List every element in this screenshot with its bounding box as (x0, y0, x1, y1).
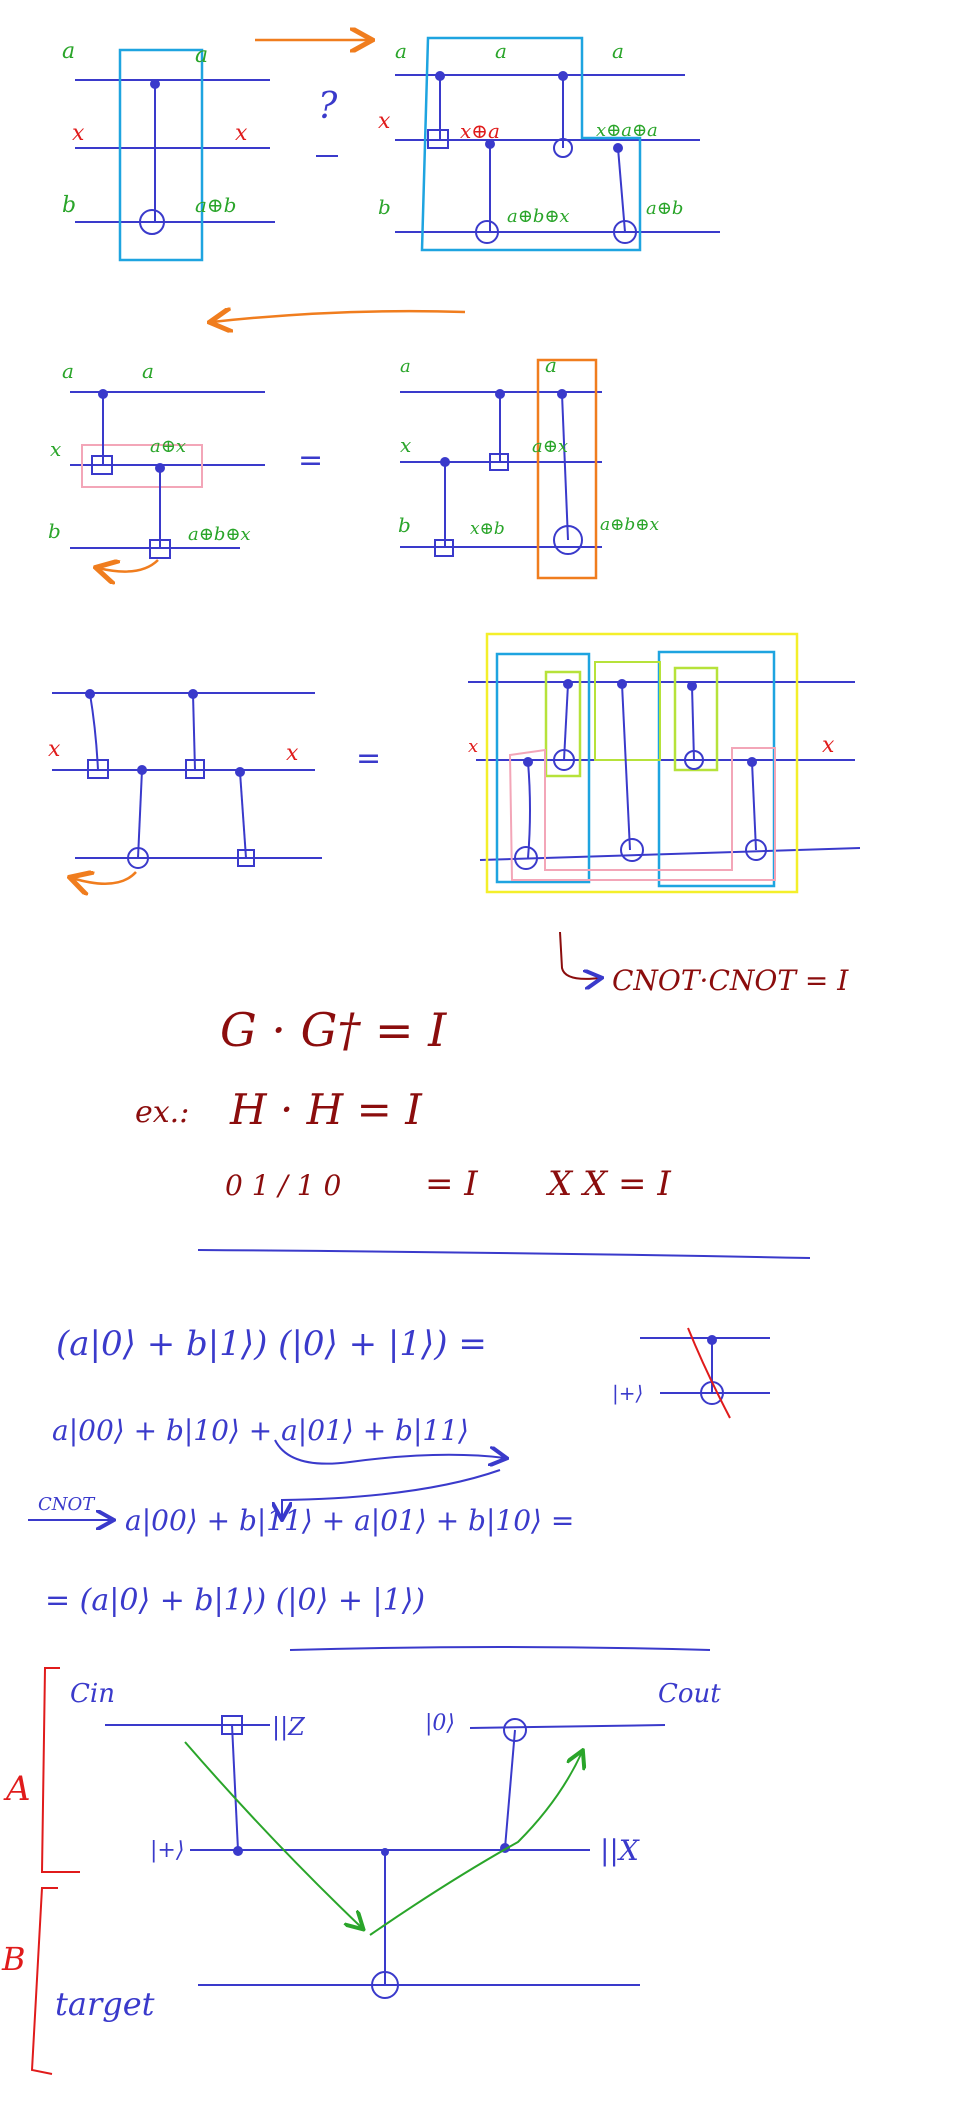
s2-left-b-out: a⊕b⊕x (188, 524, 251, 545)
s2-right-x-in: x (400, 433, 411, 457)
s1-right-b-mid: a⊕b⊕x (507, 206, 570, 227)
s1-right-b-out: a⊕b (646, 198, 683, 219)
teleport-circuit: A B Cin ||Z |0⟩ Cout |+⟩ ||X target (1, 1667, 721, 2075)
s1-left-x-in: x (72, 121, 85, 146)
section2-right-circuit: a a x a⊕x b x⊕b a⊕b⊕x (398, 353, 660, 580)
s3-right-x-in: x (468, 736, 478, 757)
s1-right-a-out: a (612, 39, 624, 63)
deriv-cnot-label: CNOT (38, 1494, 96, 1515)
cnot-note-arrow (559, 931, 600, 979)
section1-left-circuit: a a x x b a⊕b (62, 39, 275, 262)
s2-left-b-in: b (48, 519, 61, 543)
s3-left-x-out: x (286, 741, 299, 766)
cnot-identity-note: CNOT·CNOT = I (612, 964, 849, 997)
s2-right-b-out: a⊕b⊕x (600, 515, 660, 535)
s2-right-x-out: a⊕x (532, 436, 568, 457)
teleport-label-a: A (3, 1769, 31, 1809)
arrow-left-orange (212, 311, 466, 322)
s2-left-x-out: a⊕x (150, 436, 186, 457)
s1-left-a-in: a (62, 39, 75, 64)
s3-right-x-out: x (822, 733, 835, 758)
note-xx: X X = I (545, 1164, 671, 1204)
teleport-z: ||Z (272, 1713, 306, 1742)
s1-left-a-out: a (195, 43, 208, 68)
note-hadamard: H · H = I (229, 1085, 423, 1134)
note-matrix-eq: = I (425, 1164, 478, 1204)
s2-right-a-in: a (400, 356, 411, 377)
s2-right-b-in: b (398, 513, 411, 537)
deriv-line3: a|00⟩ + b|11⟩ + a|01⟩ + b|10⟩ = (125, 1504, 574, 1537)
s1-right-x-out: x⊕a⊕a (596, 120, 658, 141)
s2-left-a-in: a (62, 359, 74, 383)
teleport-zero-ket: |0⟩ (425, 1711, 455, 1736)
deriv-line4: = (a|0⟩ + b|1⟩) (|0⟩ + |1⟩) (45, 1583, 425, 1618)
deriv-line1: (a|0⟩ + b|1⟩) (|0⟩ + |1⟩) = (56, 1324, 487, 1364)
cnot-derivation: (a|0⟩ + b|1⟩) (|0⟩ + |1⟩) = a|00⟩ + b|10… (28, 1324, 770, 1618)
s2-right-a-out: a (545, 353, 557, 377)
note-matrix: 0 1 / 1 0 (225, 1169, 341, 1202)
s3-equals: = (356, 741, 381, 776)
s2-equals: = (298, 443, 323, 478)
s1-left-x-out: x (235, 121, 248, 146)
note-ex-prefix: ex.: (135, 1095, 189, 1130)
s1-left-b-in: b (62, 193, 76, 218)
section1-right-circuit: a a a x x⊕a x⊕a⊕a b a⊕b⊕x a⊕b (378, 36, 720, 252)
teleport-x: ||X (600, 1834, 640, 1867)
s1-right-a-in: a (395, 39, 407, 63)
s1-left-b-out: a⊕b (195, 193, 236, 217)
teleport-c-out: Cout (658, 1679, 721, 1709)
section3-left-circuit: x x (48, 689, 322, 884)
teleport-label-b: B (1, 1940, 26, 1978)
teleport-plus-ket: |+⟩ (150, 1838, 184, 1863)
section3-right-circuit: x x (468, 632, 861, 894)
section2-left-circuit: a a x a⊕x b a⊕b⊕x (48, 359, 265, 572)
deriv-line2: a|00⟩ + b|10⟩ + a|01⟩ + b|11⟩ (52, 1414, 469, 1447)
s1-right-x-mid: x⊕a (460, 119, 500, 143)
teleport-target: target (55, 1985, 155, 2023)
divider-2 (289, 1646, 711, 1651)
s1-question-mark: ? (318, 86, 338, 127)
s1-right-a-mid: a (495, 39, 507, 63)
s3-left-x-in: x (48, 737, 61, 762)
s2-left-a-out: a (142, 359, 154, 383)
teleport-c-in: Cin (70, 1679, 115, 1709)
note-gate-dagger: G · G† = I (220, 1003, 447, 1057)
divider-1 (197, 1249, 811, 1259)
deriv-plus-state: |+⟩ (612, 1381, 643, 1406)
s2-right-b-mid: x⊕b (470, 519, 505, 539)
identity-notes: G · G† = I ex.: H · H = I 0 1 / 1 0 = I … (135, 1003, 671, 1204)
s1-right-x-in: x (378, 109, 391, 134)
s1-right-b-in: b (378, 195, 391, 219)
s2-left-x-in: x (50, 437, 61, 461)
